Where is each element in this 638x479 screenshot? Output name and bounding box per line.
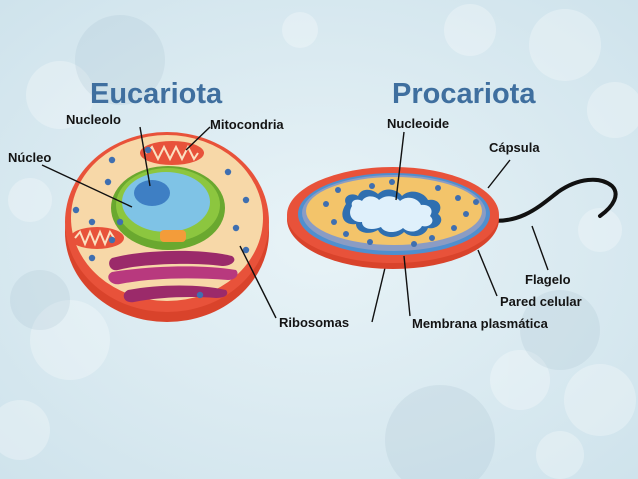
- eukaryote-title: Eucariota: [90, 78, 223, 110]
- label-nucleolo: Nucleolo: [66, 112, 121, 127]
- prokaryote-title: Procariota: [392, 78, 536, 110]
- leader-mitocondria: [185, 126, 211, 151]
- mitochondrion-top: [140, 141, 204, 165]
- prokaryote-leaders: [395, 131, 549, 317]
- eukaryotic-cell: [65, 132, 269, 322]
- background-shadows: [10, 15, 600, 479]
- leader-capsula: [487, 159, 511, 189]
- label-nucleoide: Nucleoide: [387, 116, 449, 131]
- leader-nucleolo: [139, 126, 151, 187]
- nucleoid: [350, 196, 433, 233]
- prokaryotic-cell: [287, 167, 618, 269]
- endoplasmic-reticulum-fold-2: [123, 285, 228, 303]
- label-mitocondria: Mitocondria: [210, 117, 284, 132]
- label-flagelo: Flagelo: [525, 272, 571, 287]
- label-membrana-plasmatica: Membrana plasmática: [412, 316, 549, 331]
- leader-ribosomas-1: [239, 245, 277, 319]
- label-capsula: Cápsula: [489, 140, 540, 155]
- mitochondrion-left: [70, 227, 124, 249]
- prokaryote-ribosomes: [323, 179, 479, 247]
- label-pared-celular: Pared celular: [500, 294, 582, 309]
- label-nucleo: Núcleo: [8, 150, 51, 165]
- leader-pared-celular: [477, 249, 498, 297]
- leader-nucleoide: [395, 131, 405, 201]
- leader-nucleo: [41, 164, 133, 208]
- nucleus-pore: [160, 230, 186, 242]
- flagellum: [484, 177, 618, 223]
- nucleus: [122, 172, 210, 232]
- label-ribosomas: Ribosomas: [279, 315, 349, 330]
- endoplasmic-reticulum: [109, 250, 235, 271]
- endoplasmic-reticulum-fold: [108, 266, 238, 285]
- nucleolus: [134, 180, 170, 206]
- background-bubbles: [0, 4, 638, 479]
- leader-membrana-plasmatica: [403, 255, 411, 317]
- eukaryote-ribosomes: [72, 146, 250, 299]
- leader-flagelo: [531, 225, 549, 271]
